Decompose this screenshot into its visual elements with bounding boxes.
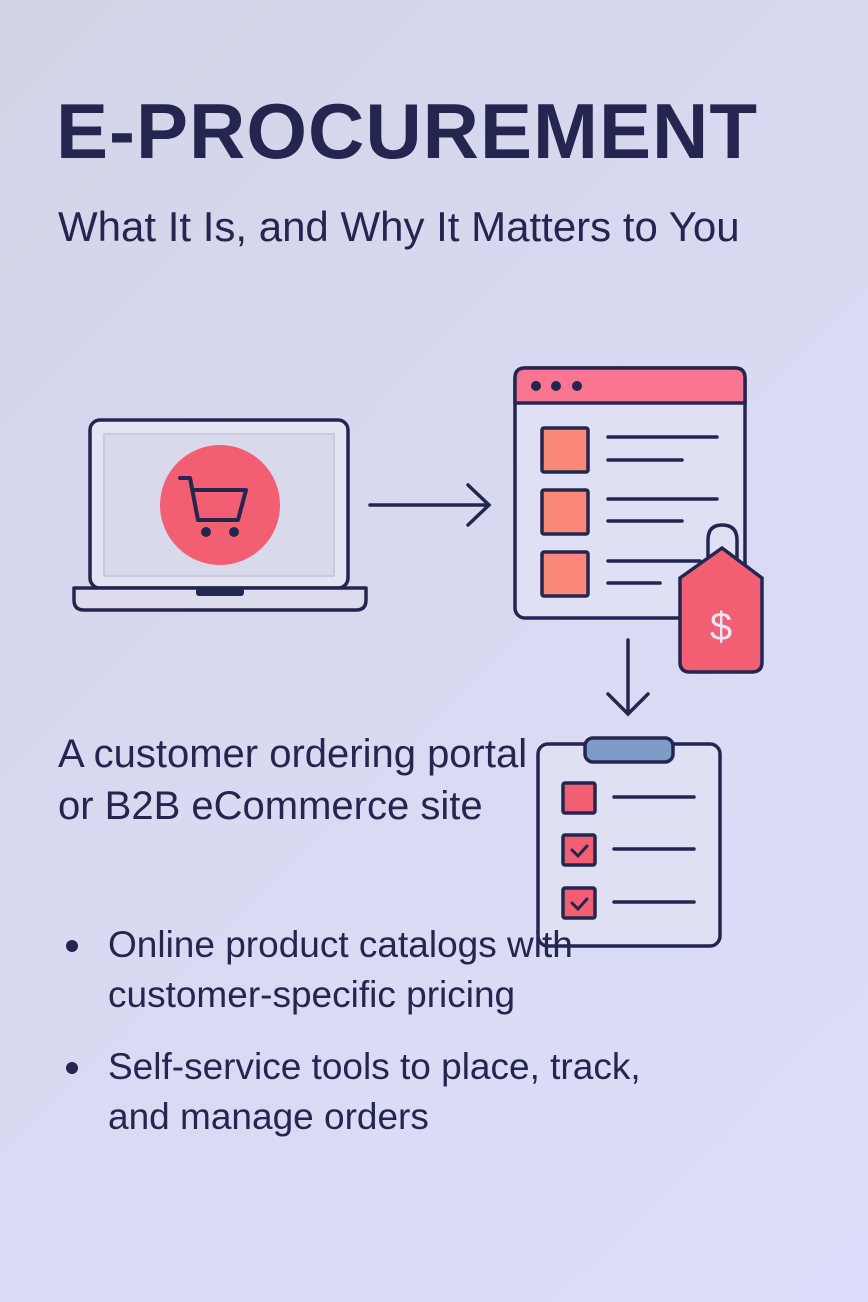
price-tag-icon: $ xyxy=(678,523,764,674)
bullet-icon xyxy=(66,940,78,952)
list-item: Online product catalogs with customer-sp… xyxy=(60,920,660,1020)
list-item-text: Self-service tools to place, track, and … xyxy=(108,1046,641,1137)
arrow-down-icon xyxy=(606,638,650,717)
arrow-right-icon xyxy=(368,483,492,527)
feature-list: Online product catalogs with customer-sp… xyxy=(60,920,660,1164)
page-subtitle: What It Is, and Why It Matters to You xyxy=(58,203,740,250)
dollar-sign: $ xyxy=(710,605,732,649)
laptop-cart-icon xyxy=(72,418,368,612)
section-heading: A customer ordering portal or B2B eComme… xyxy=(58,732,528,828)
list-item: Self-service tools to place, track, and … xyxy=(60,1042,660,1142)
bullet-icon xyxy=(66,1062,78,1074)
catalog-window-icon xyxy=(513,366,747,620)
list-item-text: Online product catalogs with customer-sp… xyxy=(108,924,573,1015)
checklist-clipboard-icon xyxy=(536,736,722,948)
page-title: E-PROCUREMENT xyxy=(56,87,759,175)
